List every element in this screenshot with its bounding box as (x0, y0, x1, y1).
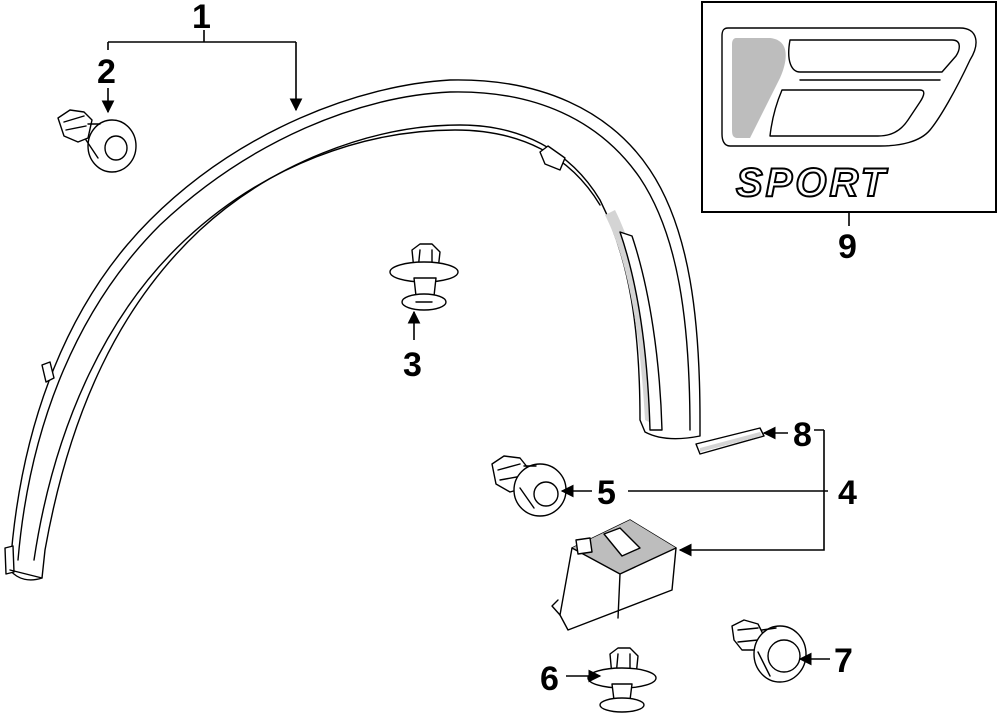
callout-5: 5 (597, 474, 616, 512)
clip-part-5 (491, 455, 567, 517)
f-logo (721, 27, 977, 147)
leader-1 (107, 30, 296, 110)
callout-6: 6 (540, 660, 559, 698)
callout-9: 9 (838, 228, 857, 266)
clip-part-7 (731, 619, 807, 683)
callout-8: 8 (793, 416, 812, 454)
callout-1: 1 (192, 0, 211, 36)
clip-part-2 (57, 109, 137, 173)
arch-inner-shade (605, 210, 655, 425)
arch-inner-edge-line (33, 129, 601, 561)
push-clip-part-6 (587, 647, 657, 713)
leader-lines (101, 30, 850, 683)
bracket-part-4 (551, 519, 677, 631)
callout-2: 2 (97, 53, 116, 91)
fender-arch-molding (4, 79, 701, 581)
callout-7: 7 (834, 642, 853, 680)
arch-clip-tab-left (41, 361, 55, 383)
leader-4 (628, 430, 828, 550)
emblem-box-part-9: SPORT (701, 1, 997, 213)
callout-3: 3 (403, 346, 422, 384)
arch-flange (619, 231, 663, 431)
arch-end-cap (9, 569, 43, 579)
callout-4: 4 (838, 474, 857, 512)
strip-part-8 (695, 427, 765, 455)
push-clip-part-3 (389, 243, 459, 311)
emblem-text: SPORT (736, 161, 889, 205)
callout-numbers: 1 2 3 4 5 6 7 8 9 (97, 0, 857, 698)
leader-8 (764, 430, 824, 433)
arch-clip-tab-bottom (4, 545, 15, 575)
arch-clip-tab-top (539, 145, 566, 171)
arch-outer-edge-line (17, 91, 691, 561)
